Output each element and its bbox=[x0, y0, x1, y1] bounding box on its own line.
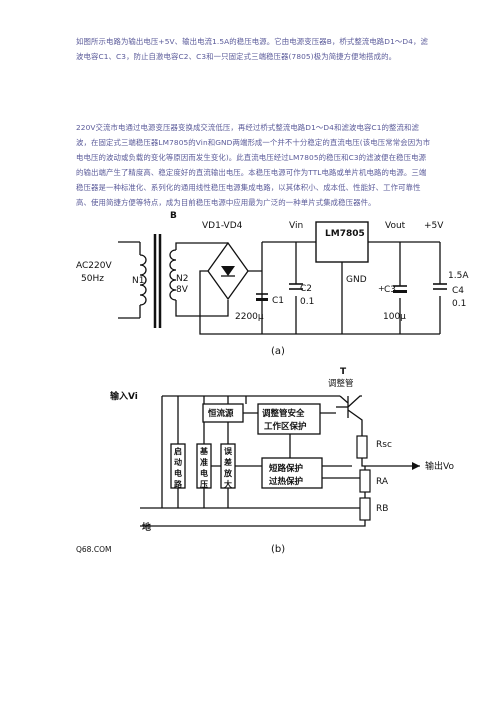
c3-value: 100μ bbox=[383, 312, 406, 322]
primary-label: N1 bbox=[132, 276, 144, 286]
protect1-line1: 调整管安全 bbox=[262, 408, 305, 419]
regulator-label: LM7805 bbox=[325, 229, 365, 239]
start-label-1: 启 bbox=[174, 446, 182, 456]
ac-freq-label: 50Hz bbox=[81, 274, 104, 284]
c4-name: C4 bbox=[452, 286, 464, 296]
protect2-line1: 短路保护 bbox=[269, 463, 304, 474]
c2-name: C2 bbox=[300, 284, 312, 294]
output-arrow bbox=[412, 462, 420, 470]
input-label: 输入Vi bbox=[110, 390, 138, 402]
transistor-label: T bbox=[340, 367, 347, 377]
ac-source-label: AC220V bbox=[76, 261, 112, 271]
intro-paragraph-1: 如图所示电路为输出电压+5V、输出电流1.5A的稳压电源。它由电源变压器B，桥式… bbox=[76, 37, 428, 61]
protect2-wires bbox=[289, 434, 365, 479]
amp-label-1: 误 bbox=[224, 447, 233, 456]
block-ground-wires bbox=[177, 488, 229, 508]
c3-plus: + bbox=[378, 284, 385, 293]
ccs-label: 恒流源 bbox=[208, 408, 234, 419]
ground-label: 地 bbox=[142, 521, 151, 533]
amp-label-3: 放 bbox=[223, 468, 233, 478]
figure-a: AC220V 50Hz B N1 N2 8V VD1-VD4 C1 2200μ … bbox=[76, 211, 469, 357]
c4-value: 0.1 bbox=[452, 299, 466, 309]
c3-plate-bottom bbox=[393, 290, 407, 293]
ra-resistor bbox=[359, 469, 371, 493]
start-label-2: 动 bbox=[174, 457, 182, 467]
intro-paragraph-2: 220V交流市电通过电源变压器变换成交流低压，再经过桥式整流电路D1～D4和滤波… bbox=[76, 123, 431, 207]
protect1-line2: 工作区保护 bbox=[264, 421, 307, 432]
protect2-block bbox=[261, 457, 323, 489]
ref-label-4: 压 bbox=[200, 480, 208, 489]
bridge-output-wires bbox=[199, 242, 263, 335]
amp-label-4: 大 bbox=[224, 479, 232, 489]
rb-resistor bbox=[359, 497, 371, 521]
vout-label: Vout bbox=[385, 221, 406, 231]
bridge-label: VD1-VD4 bbox=[202, 221, 243, 231]
ac-input-wires bbox=[118, 241, 140, 319]
output-current-label: 1.5A bbox=[448, 271, 469, 281]
ref-label-3: 电 bbox=[200, 468, 208, 478]
diode-symbol bbox=[221, 266, 235, 276]
ref-label-1: 基 bbox=[199, 446, 209, 456]
output-wire bbox=[361, 458, 420, 467]
figure-b-caption: (b) bbox=[271, 544, 285, 555]
c2-value: 0.1 bbox=[300, 297, 314, 307]
c1-name: C1 bbox=[272, 296, 284, 306]
secondary-wires bbox=[175, 242, 229, 317]
rsc-label: Rsc bbox=[376, 440, 392, 450]
secondary-voltage-label: 8V bbox=[176, 285, 189, 295]
regulator-box bbox=[315, 221, 369, 263]
secondary-winding bbox=[169, 249, 177, 301]
output-voltage-label: +5V bbox=[424, 221, 444, 231]
watermark: Q68.COM bbox=[76, 545, 111, 554]
ref-label-2: 准 bbox=[200, 457, 208, 467]
ra-label: RA bbox=[376, 477, 389, 487]
start-label-3: 电 bbox=[174, 468, 182, 478]
output-label: 输出Vo bbox=[425, 460, 454, 472]
c3-name: C3 bbox=[384, 285, 396, 295]
figure-a-caption: (a) bbox=[271, 346, 285, 357]
c1-value: 2200μ bbox=[235, 312, 264, 322]
gnd-label: GND bbox=[346, 275, 367, 285]
rsc-resistor bbox=[356, 435, 368, 459]
rb-label: RB bbox=[376, 504, 388, 514]
protect1-block bbox=[257, 403, 321, 435]
amp-label-2: 差 bbox=[223, 457, 232, 467]
primary-winding bbox=[139, 254, 147, 306]
secondary-label: N2 bbox=[176, 274, 188, 284]
bridge-rectifier bbox=[207, 241, 249, 301]
vin-label: Vin bbox=[289, 221, 303, 231]
transistor-name: 调整管 bbox=[328, 378, 354, 389]
transformer-label: B bbox=[170, 211, 177, 221]
rb-ground-wire bbox=[140, 520, 366, 527]
transistor-symbol bbox=[339, 395, 363, 428]
c1-plate-bottom bbox=[256, 298, 268, 301]
protect2-line2: 过热保护 bbox=[269, 476, 304, 487]
figure-b: 输入Vi T 调整管 恒流源 调整管安全 工作区保护 启 动 电 路 基 准 电… bbox=[76, 367, 454, 555]
start-label-4: 路 bbox=[174, 479, 183, 489]
